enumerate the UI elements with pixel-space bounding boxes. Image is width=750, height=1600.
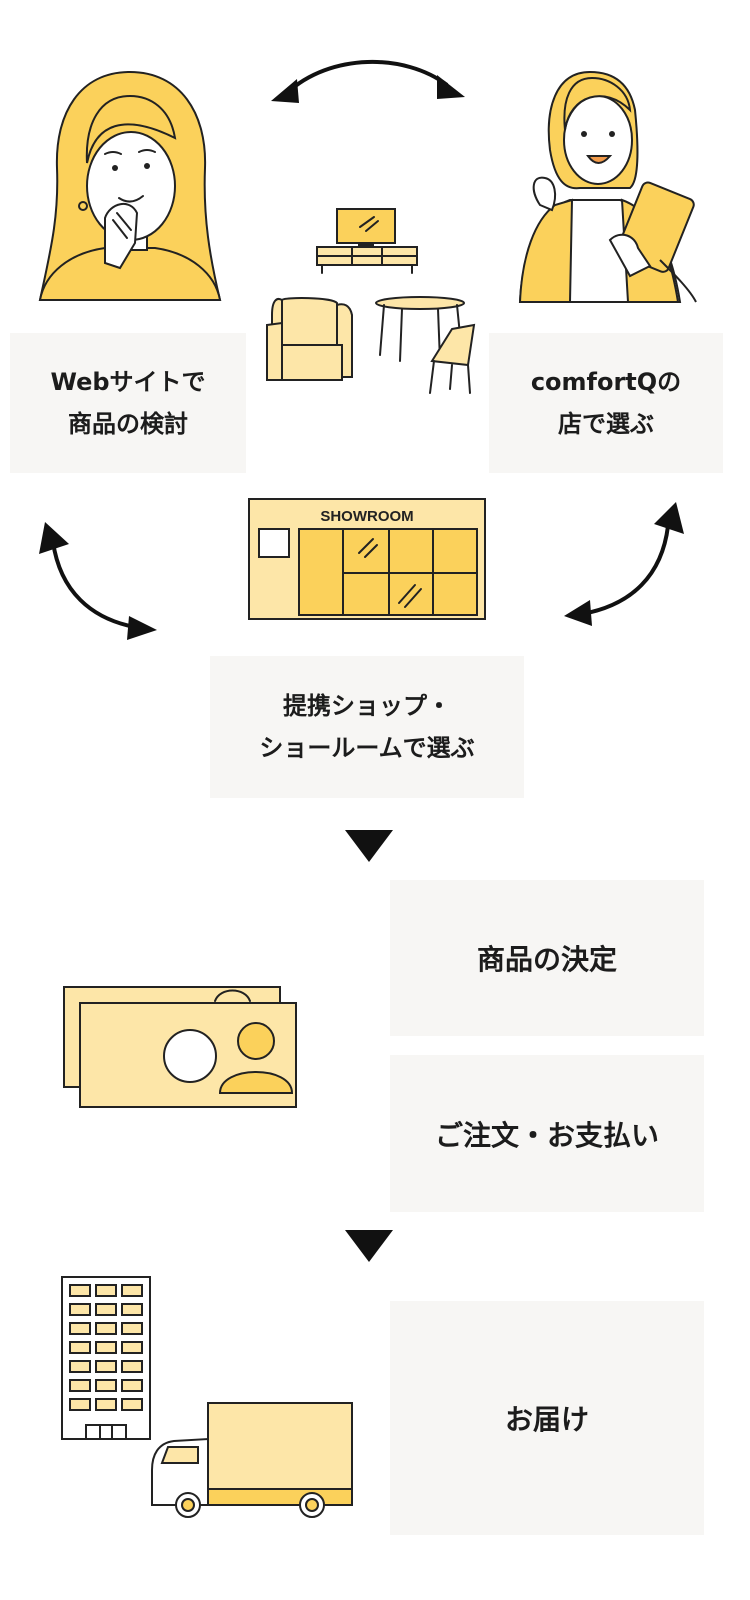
woman-thinking-illustration — [38, 70, 222, 301]
payment-card-illustration — [63, 986, 297, 1108]
furniture-illustration — [266, 208, 476, 394]
delivery-truck-building-illustration — [61, 1276, 353, 1518]
step-partner-line2: ショールームで選ぶ — [259, 734, 475, 762]
step-deliver-label: お届け — [504, 1403, 589, 1436]
step-comfort-line2: 店で選ぶ — [558, 410, 654, 438]
step-comfort-line1: comfortQの — [530, 368, 682, 396]
step-product-decision: 商品の決定 — [390, 880, 704, 1036]
step-web-browse: Webサイトで 商品の検討 — [10, 333, 246, 473]
step-decide-label: 商品の決定 — [476, 943, 617, 976]
down-arrow-icon — [345, 830, 393, 862]
step-web-line1: Webサイトで — [50, 368, 206, 396]
step-order-label: ご注文・お支払い — [434, 1118, 659, 1152]
step-delivery: お届け — [390, 1301, 704, 1535]
showroom-sign: SHOWROOM — [320, 508, 413, 525]
cycle-arrow-top — [271, 60, 465, 103]
step-partner-line1: 提携ショップ・ — [283, 692, 451, 720]
step-order-payment: ご注文・お支払い — [390, 1055, 704, 1212]
cycle-arrow-right — [564, 502, 684, 626]
step-partner-showroom: 提携ショップ・ ショールームで選ぶ — [210, 656, 524, 798]
showroom-storefront-illustration: SHOWROOM — [248, 498, 486, 620]
down-arrow-icon — [345, 1230, 393, 1262]
store-staff-illustration — [518, 70, 697, 303]
step-comfortq-store: comfortQの 店で選ぶ — [489, 333, 723, 473]
step-web-line2: 商品の検討 — [67, 410, 188, 438]
cycle-arrow-left — [39, 522, 157, 640]
